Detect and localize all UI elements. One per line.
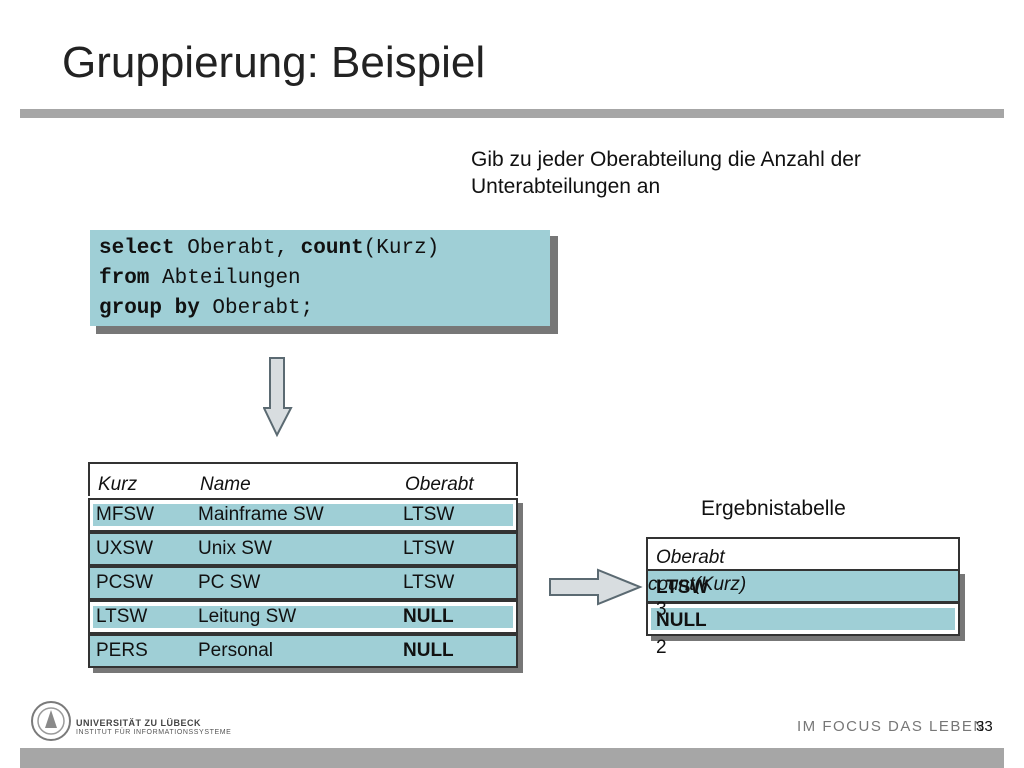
cell-oberabt: LTSW <box>403 572 455 593</box>
cell-oberabt: LTSW <box>403 538 455 559</box>
table-row <box>646 602 960 636</box>
cell-name: Unix SW <box>198 538 272 559</box>
title-divider <box>20 109 1004 118</box>
task-question: Gib zu jeder Oberabteilung die Anzahl de… <box>471 148 861 198</box>
university-name: UNIVERSITÄT ZU LÜBECK <box>76 718 201 728</box>
table-row <box>646 569 960 603</box>
footer-bar <box>20 748 1004 768</box>
result-table-label: Ergebnistabelle <box>701 497 846 520</box>
cell-name: Mainframe SW <box>198 504 324 525</box>
sql-keyword-from: from <box>99 267 150 290</box>
sql-keyword-count: count <box>300 237 364 260</box>
university-seal-icon <box>31 701 71 741</box>
header-kurz: Kurz <box>98 474 138 495</box>
cell-kurz: UXSW <box>96 538 153 559</box>
cell-name: PC SW <box>198 572 261 593</box>
sql-query-box: select Oberabt, count(Kurz) from Abteilu… <box>88 228 550 326</box>
result-cell-count: 3 <box>656 599 667 620</box>
cell-kurz: PCSW <box>96 572 153 593</box>
table-row: LTSW Leitung SW NULL <box>88 600 523 639</box>
sql-keyword-select: select <box>99 237 175 260</box>
result-cell-oberabt: LTSW <box>656 577 709 598</box>
result-header-count: count(Kurz) <box>648 574 747 595</box>
header-oberabt: Oberabt <box>405 474 474 495</box>
sql-line-1: select Oberabt, count(Kurz) <box>99 234 550 264</box>
sql-line-3: group by Oberabt; <box>99 294 550 324</box>
footer-motto: IM FOCUS DAS LEBEN <box>797 718 986 735</box>
table-row: PERS Personal NULL <box>88 634 523 673</box>
table-row: UXSW Unix SW LTSW <box>88 532 523 571</box>
cell-name: Leitung SW <box>198 606 297 627</box>
header-name: Name <box>200 474 251 495</box>
slide-title: Gruppierung: Beispiel <box>62 38 486 87</box>
sql-keyword-group-by: group by <box>99 297 200 320</box>
down-arrow-icon <box>263 357 293 438</box>
cell-kurz: LTSW <box>96 606 148 627</box>
institute-name: INSTITUT FÜR INFORMATIONSSYSTEME <box>76 729 232 736</box>
cell-oberabt: NULL <box>403 606 454 627</box>
cell-oberabt: LTSW <box>403 504 455 525</box>
table-header-row: Kurz Name Oberabt <box>88 462 518 496</box>
cell-kurz: PERS <box>96 640 148 661</box>
cell-name: Personal <box>198 640 273 661</box>
sql-line-2: from Abteilungen <box>99 264 550 294</box>
sql-text: Oberabt; <box>199 297 314 320</box>
right-arrow-icon <box>549 568 643 606</box>
page-number: 33 <box>976 718 993 735</box>
table-row: MFSW Mainframe SW LTSW <box>88 498 523 537</box>
cell-kurz: MFSW <box>96 504 155 525</box>
table-row: PCSW PC SW LTSW <box>88 566 523 605</box>
result-cell-oberabt: NULL <box>656 610 707 631</box>
sql-text: Abteilungen <box>149 267 301 290</box>
sql-text: Oberabt, <box>174 237 301 260</box>
result-header-oberabt: Oberabt <box>656 547 725 568</box>
result-cell-count: 2 <box>656 637 667 658</box>
sql-text: (Kurz) <box>363 237 440 260</box>
result-header-row <box>646 537 960 569</box>
cell-oberabt: NULL <box>403 640 454 661</box>
